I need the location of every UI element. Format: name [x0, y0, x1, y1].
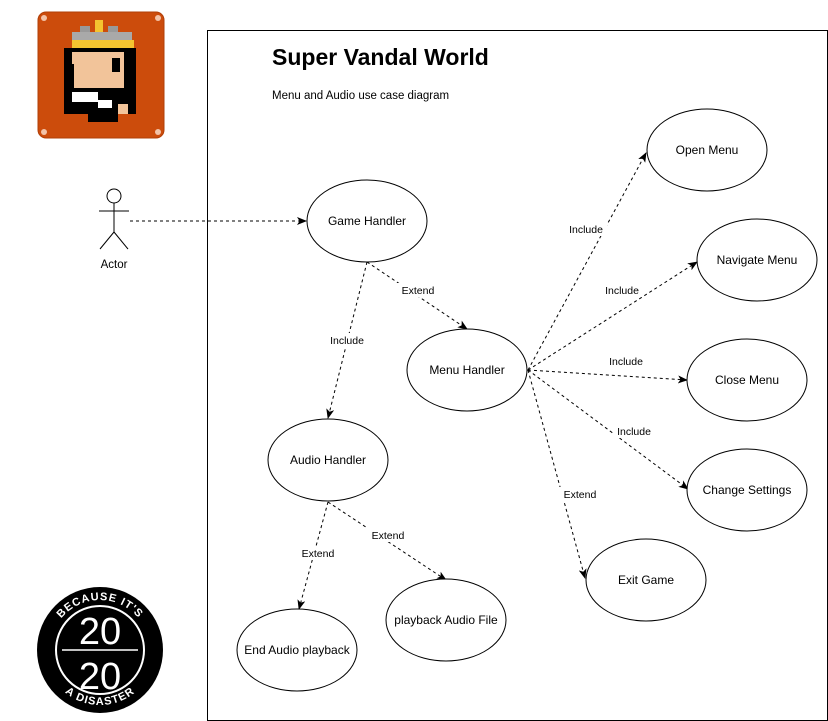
menu-to-settings-line — [527, 369, 689, 490]
relation-label-menu-close: Include — [609, 356, 643, 368]
relation-label-audio-end: Extend — [302, 548, 335, 560]
relation-label-audio-playback: Extend — [372, 530, 405, 542]
navigate-menu-use-case — [696, 218, 818, 302]
exit-game-use-case — [585, 538, 707, 622]
end-audio-playback-label: End Audio playback — [244, 643, 350, 657]
menu-handler-label: Menu Handler — [429, 363, 504, 377]
diagram-subtitle: Menu and Audio use case diagram — [272, 90, 450, 102]
pixel-king-face-icon — [37, 11, 165, 139]
relation-label-menu-navigate: Include — [605, 285, 639, 297]
relation-label-game-audio: Include — [330, 335, 364, 347]
close-menu-label: Close Menu — [715, 373, 779, 387]
relation-label-game-menu: Extend — [402, 285, 435, 297]
because-its-2020-badge: BECAUSE IT'S A DISASTER 20 20 — [37, 587, 163, 713]
actor-head — [106, 188, 122, 204]
audio-handler-use-case — [267, 418, 389, 502]
exit-game-label: Exit Game — [618, 573, 674, 587]
actor-label: Actor — [101, 259, 128, 271]
menu-to-exit-line — [527, 369, 587, 579]
change-settings-use-case — [686, 448, 808, 532]
close-menu-use-case — [686, 338, 808, 422]
menu-to-navigate-line — [527, 261, 698, 371]
change-settings-label: Change Settings — [703, 483, 792, 497]
game-handler-use-case — [306, 179, 428, 263]
open-menu-label: Open Menu — [676, 143, 739, 157]
playback-audio-file-label: playback Audio File — [394, 613, 498, 627]
audio-handler-label: Audio Handler — [290, 453, 366, 467]
menu-handler-use-case — [406, 328, 528, 412]
relation-label-menu-open: Include — [569, 224, 603, 236]
actor — [99, 188, 129, 250]
menu-to-close-line — [527, 369, 688, 384]
badge-number-top: 20 — [79, 611, 121, 653]
badge-number-bottom: 20 — [79, 656, 121, 698]
end-audio-playback-use-case — [236, 608, 358, 692]
diagram-title: Super Vandal World — [272, 44, 489, 70]
relation-label-menu-exit: Extend — [564, 489, 597, 501]
open-menu-use-case — [646, 108, 768, 192]
menu-to-open-line — [527, 152, 647, 371]
navigate-menu-label: Navigate Menu — [717, 253, 798, 267]
relation-label-menu-settings: Include — [617, 426, 651, 438]
playback-audio-file-use-case — [385, 578, 507, 662]
game-handler-label: Game Handler — [328, 214, 406, 228]
